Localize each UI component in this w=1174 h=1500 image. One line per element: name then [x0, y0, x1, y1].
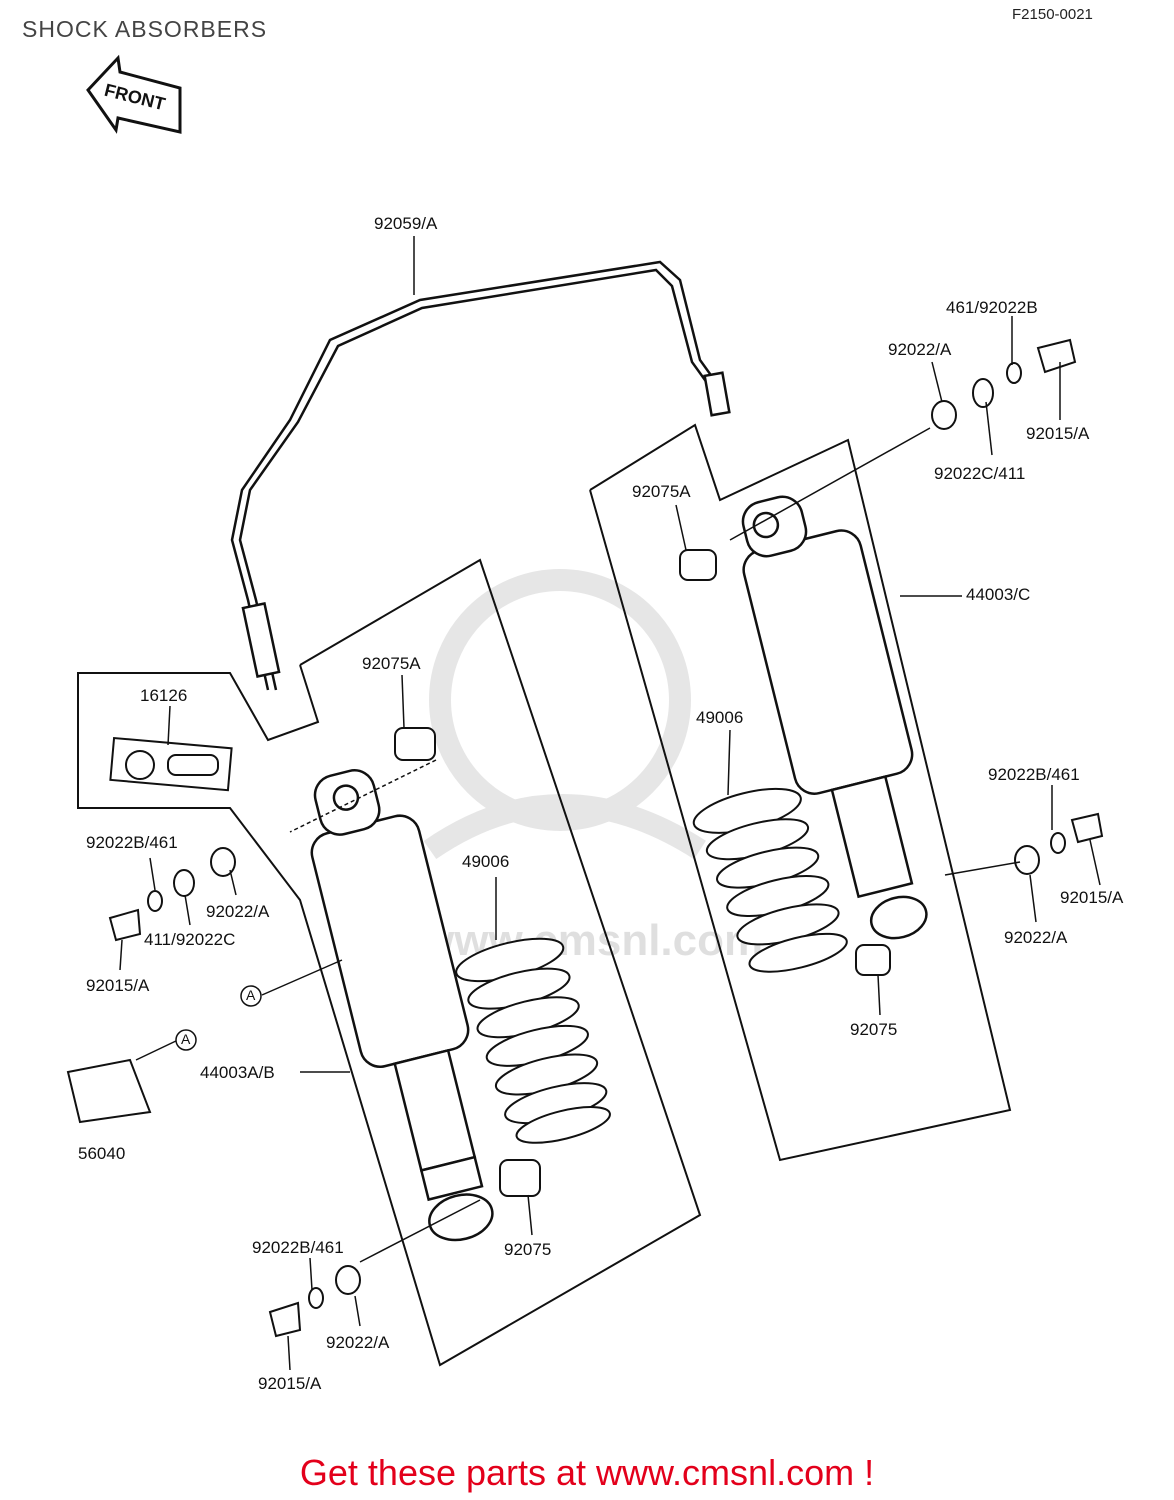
label-left-bottom-washer: 92022/A	[326, 1333, 390, 1352]
leader-lines	[119, 236, 1101, 1371]
label-left-bottom-collar: 92075	[504, 1240, 552, 1259]
label-left-top-washer: 92022/A	[206, 902, 270, 921]
hardware-parts	[66, 338, 1104, 1338]
right-spring	[692, 787, 848, 973]
right-assembly-frame	[589, 423, 1012, 1162]
reference-circles	[175, 985, 262, 1051]
label-right-spring: 49006	[696, 708, 744, 727]
label-right-top-collar: 92075A	[632, 482, 691, 501]
ref-a-mark-2: A	[181, 1031, 191, 1047]
watermark-logo	[423, 569, 706, 860]
label-left-bottom-washer-combo: 92022B/461	[252, 1238, 344, 1257]
label-right-bottom-washer-combo: 92022B/461	[988, 765, 1080, 784]
left-shock-absorber	[310, 769, 494, 1242]
footer-link-text[interactable]: Get these parts at www.cmsnl.com !	[299, 1452, 875, 1493]
label-left-top-nut: 92015/A	[86, 976, 150, 995]
label-left-shock: 44003A/B	[200, 1063, 275, 1082]
label-left-bottom-nut: 92015/A	[258, 1374, 322, 1393]
label-right-top-washer: 92022/A	[888, 340, 952, 359]
right-shock-absorber	[741, 495, 928, 940]
remote-hose	[230, 260, 731, 691]
drawing-code: F2150-0021	[1012, 6, 1093, 23]
label-right-bottom-collar: 92075	[850, 1020, 898, 1039]
left-spring	[455, 937, 611, 1144]
label-right-top-washer-combo: 92022C/411	[934, 464, 1026, 483]
label-right-shock: 44003/C	[966, 585, 1031, 604]
label-right-cap-combo: 461/92022B	[946, 298, 1038, 317]
ref-a-mark-1: A	[246, 987, 256, 1003]
label-right-top-nut: 92015/A	[1026, 424, 1090, 443]
page-title: SHOCK ABSORBERS	[22, 16, 268, 42]
label-right-bottom-washer: 92022/A	[1004, 928, 1068, 947]
label-left-top-washer-combo: 92022B/461	[86, 833, 178, 852]
label-left-top-washer-combo2: 411/92022C	[144, 930, 236, 949]
left-assembly-frame	[77, 558, 702, 1367]
label-hose: 92059/A	[374, 214, 438, 233]
front-arrow: FRONT	[86, 54, 182, 134]
label-adjuster-kit: 16126	[140, 686, 188, 705]
label-right-bottom-nut: 92015/A	[1060, 888, 1124, 907]
label-left-spring: 49006	[462, 852, 510, 871]
label-caution-label: 56040	[78, 1144, 126, 1163]
label-left-top-collar: 92075A	[362, 654, 421, 673]
